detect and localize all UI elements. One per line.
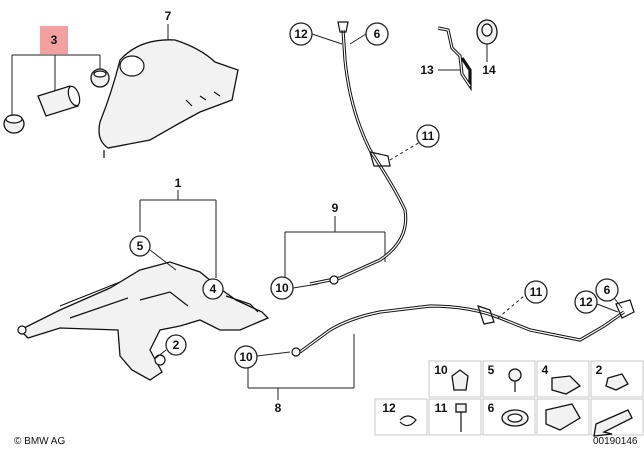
legend-label-10: 10 [434, 363, 448, 377]
bolt-icon [455, 403, 467, 413]
spring-clip-icon [399, 415, 417, 427]
part-7-gear-shift-cover [98, 24, 239, 158]
svg-text:6: 6 [374, 27, 381, 41]
callout-9-label: 9 [332, 201, 339, 215]
callout-10-upper[interactable]: 10 [270, 276, 294, 300]
part-8-lower-cable [247, 295, 635, 400]
part-3-bushing-set [3, 54, 110, 134]
legend-label-12: 12 [382, 401, 396, 415]
callout-6-lower[interactable]: 6 [595, 278, 619, 302]
callout-8-label: 8 [275, 401, 282, 415]
callout-13-label: 13 [420, 63, 434, 77]
clip-icon [551, 375, 582, 395]
callout-2[interactable]: 2 [165, 334, 187, 356]
clip-nut-icon [451, 369, 469, 391]
svg-text:4: 4 [210, 282, 217, 296]
svg-text:11: 11 [422, 129, 435, 143]
svg-text:2: 2 [173, 338, 180, 352]
callout-7-label: 7 [165, 9, 172, 23]
callout-10-lower[interactable]: 10 [234, 345, 258, 369]
diagram-id: 00190146 [593, 436, 638, 447]
callout-1-label: 1 [175, 176, 182, 190]
callout-6-top[interactable]: 6 [365, 22, 389, 46]
callout-4[interactable]: 4 [202, 278, 224, 300]
legend-label-6: 6 [488, 401, 495, 415]
callout-14-label: 14 [482, 63, 496, 77]
part-9-upper-cable [284, 21, 421, 288]
callout-12-top[interactable]: 12 [289, 22, 313, 46]
callout-5[interactable]: 5 [129, 235, 151, 257]
svg-text:10: 10 [239, 350, 253, 364]
arrow-icon [593, 409, 633, 437]
copyright: © BMW AG [14, 436, 65, 447]
part-13-14-bracket [437, 19, 498, 92]
callout-3-label: 3 [51, 33, 58, 47]
callout-11-lower[interactable]: 11 [524, 280, 548, 304]
svg-text:12: 12 [294, 27, 308, 41]
svg-text:11: 11 [530, 285, 543, 299]
legend-label-11: 11 [435, 401, 448, 415]
svg-text:6: 6 [604, 283, 611, 297]
svg-text:10: 10 [275, 281, 289, 295]
cable-holder-icon [545, 403, 581, 431]
callout-11-upper[interactable]: 11 [416, 124, 440, 148]
callout-12-lower[interactable]: 12 [574, 290, 598, 314]
nut-icon [605, 373, 629, 391]
callout-3-highlight[interactable] [40, 26, 68, 54]
small-parts-legend: 10 5 4 2 12 11 6 [374, 360, 644, 437]
legend-label-2: 2 [596, 363, 603, 377]
svg-text:5: 5 [137, 239, 144, 253]
legend-label-4: 4 [542, 363, 549, 377]
svg-text:12: 12 [579, 295, 593, 309]
screw-icon [508, 368, 522, 382]
part-1-selector-lever [17, 190, 270, 381]
legend-label-5: 5 [488, 363, 495, 377]
